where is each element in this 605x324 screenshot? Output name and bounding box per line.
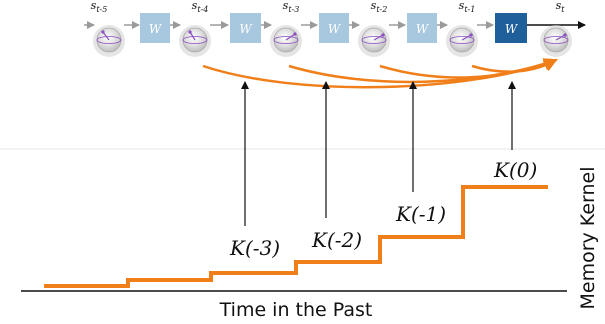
- state-sphere: [270, 25, 302, 57]
- operator-box: W: [230, 13, 261, 43]
- kernel-label-minus2: K(-2): [311, 228, 362, 252]
- state-sphere: [358, 25, 390, 57]
- operator-box-current: W: [495, 13, 527, 43]
- operator-box: W: [319, 13, 349, 43]
- memory-kernel-curve: [44, 185, 548, 288]
- state-sphere: [93, 25, 125, 57]
- operator-box: W: [140, 13, 170, 43]
- state-label-t: st: [556, 0, 566, 14]
- kernel-label-minus1: K(-1): [395, 202, 446, 226]
- svg-text:W: W: [328, 22, 342, 36]
- kernel-label-minus3: K(-3): [229, 236, 280, 260]
- svg-text:W: W: [505, 22, 519, 36]
- state-label-t-2: st-2: [371, 0, 388, 14]
- state-sphere: [540, 25, 572, 57]
- svg-text:W: W: [416, 22, 430, 36]
- state-label-t-3: st-3: [283, 0, 300, 14]
- state-label-t-1: st-1: [459, 0, 476, 14]
- state-sphere: [446, 25, 478, 57]
- state-label-t-5: st-5: [91, 0, 108, 14]
- memory-arcs: [202, 58, 558, 89]
- state-label-t-4: st-4: [192, 0, 209, 14]
- y-axis-label: Memory Kernel: [577, 166, 599, 309]
- x-axis-label: Time in the Past: [219, 299, 373, 321]
- kernel-connectors: [241, 81, 516, 226]
- svg-text:W: W: [239, 22, 253, 36]
- svg-text:W: W: [149, 22, 163, 36]
- state-sphere: [179, 25, 211, 57]
- kernel-label-0: K(0): [493, 158, 537, 182]
- operator-box: W: [407, 13, 437, 43]
